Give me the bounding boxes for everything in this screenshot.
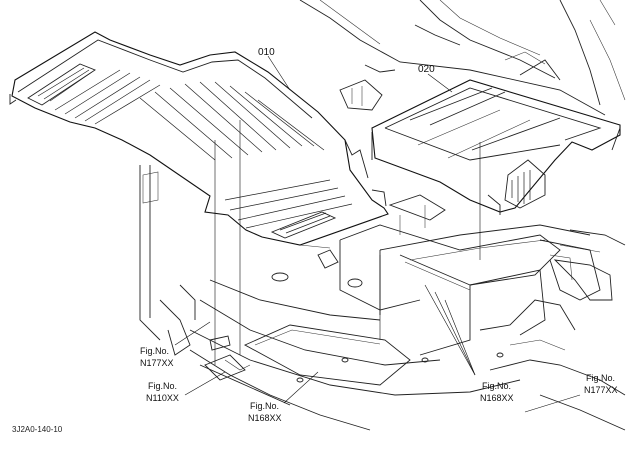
- fig-ref-n177-left: Fig.No. N177XX: [140, 346, 174, 368]
- fig-ref-caption: Fig.No.: [148, 381, 177, 391]
- fig-ref-n168-right: Fig.No. N168XX: [480, 381, 514, 403]
- fig-ref-caption: Fig.No.: [140, 346, 169, 356]
- cab-frame: [299, 0, 626, 301]
- fig-ref-number: N177XX: [584, 385, 618, 395]
- fig-ref-n177-right: Fig.No. N177XX: [584, 373, 618, 395]
- fig-ref-number: N168XX: [248, 413, 282, 423]
- fig-ref-n110: Fig.No. N110XX: [146, 381, 179, 403]
- floor-mat-010: [9, 31, 389, 246]
- leader-lines: [174, 55, 581, 413]
- part-number-020: 020: [418, 64, 435, 75]
- part-number-010: 010: [258, 47, 275, 58]
- fig-ref-number: N177XX: [140, 358, 174, 368]
- floor-frame: [139, 165, 626, 431]
- fig-ref-number: N168XX: [480, 393, 514, 403]
- fig-ref-n168-left: Fig.No. N168XX: [248, 401, 282, 423]
- fig-ref-caption: Fig.No.: [586, 373, 615, 383]
- fig-ref-caption: Fig.No.: [250, 401, 279, 411]
- drawing-code: 3J2A0-140-10: [12, 425, 63, 434]
- seat-base-020: [371, 79, 621, 215]
- fig-ref-number: N110XX: [146, 393, 179, 403]
- fig-ref-caption: Fig.No.: [482, 381, 511, 391]
